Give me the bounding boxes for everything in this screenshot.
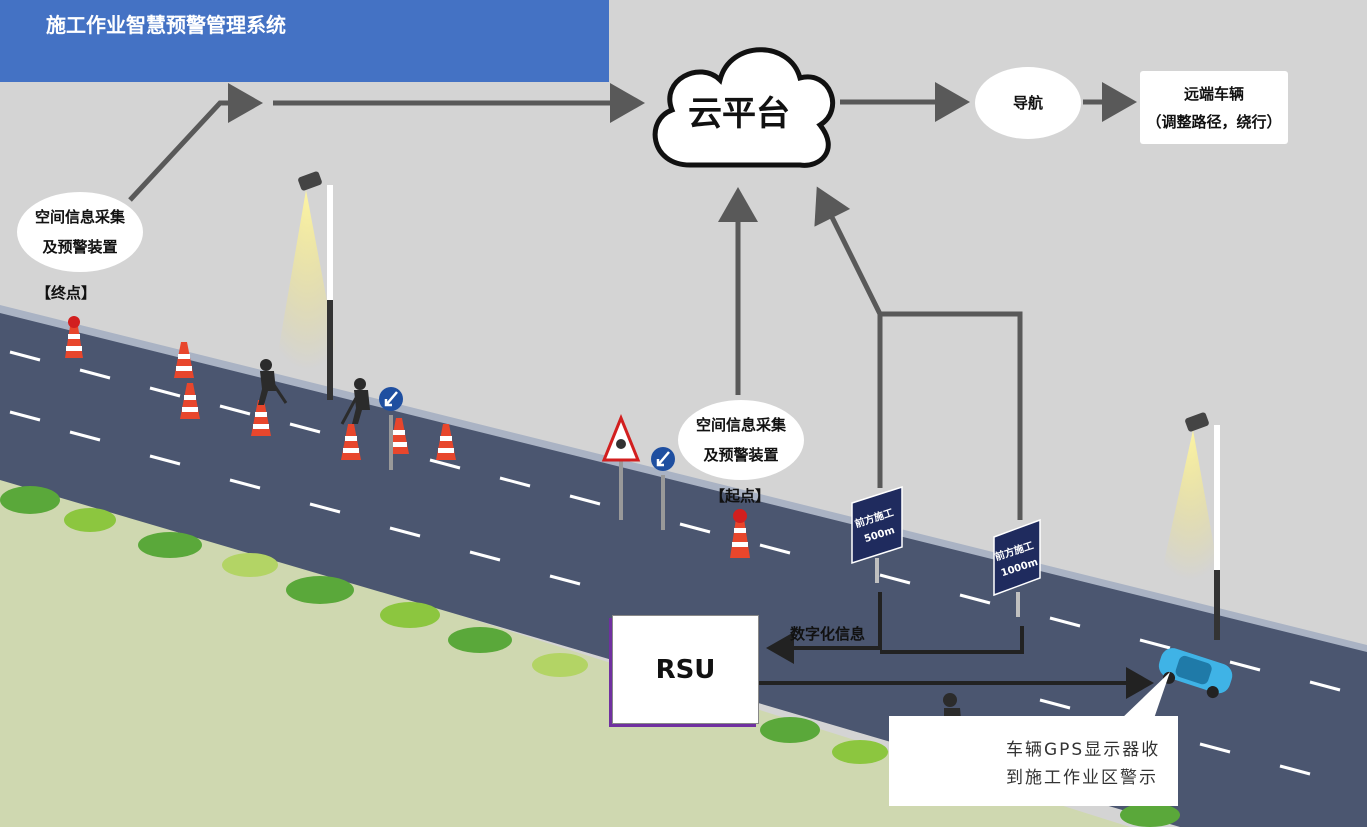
plants [0, 486, 1180, 827]
flow-arrows [128, 82, 1137, 520]
page-title: 施工作业智慧预警管理系统 [46, 13, 286, 37]
sign-1000-pole [1016, 592, 1020, 617]
keep-left-sign-1 [379, 387, 403, 470]
road [0, 310, 1367, 827]
vehicle [1158, 648, 1233, 699]
cloud-platform-label: 云平台 [688, 94, 790, 134]
device-start-line1: 空间信息采集 [695, 416, 786, 434]
device-end-line1: 空间信息采集 [34, 208, 125, 226]
remote-vehicle-box: 远端车辆 （调整路径，绕行） [1140, 71, 1288, 144]
end-point-tag: 【终点】 [36, 284, 97, 302]
gps-callout-pointer [1120, 672, 1170, 730]
sign-1000-board [993, 518, 1041, 597]
sign-500-pole [875, 558, 879, 583]
device-end-bubble: 空间信息采集 及预警装置 [17, 192, 143, 272]
roadwork-warning-sign [601, 414, 641, 520]
device-end-line2: 及预警装置 [42, 238, 118, 256]
start-point-tag: 【起点】 [710, 487, 771, 505]
device-start-bubble: 空间信息采集 及预警装置 [678, 400, 804, 480]
rsu-box: RSU [612, 615, 759, 724]
digital-info-label: 数字化信息 [790, 625, 866, 643]
rsu-arrows [758, 592, 1154, 699]
traffic-cones [65, 316, 750, 558]
gps-notice-line2: 到施工作业区警示 [1006, 768, 1158, 788]
rsu-label: RSU [655, 654, 716, 685]
cloud-shape [652, 47, 836, 168]
keep-left-sign-2 [651, 447, 675, 530]
gps-notice-text: 车辆GPS显示器收 到施工作业区警示 [1006, 736, 1160, 792]
sign-500-board [851, 485, 903, 565]
navigation-bubble: 导航 [975, 67, 1081, 139]
navigation-label: 导航 [1012, 94, 1043, 112]
street-lamp-right [1160, 412, 1220, 640]
remote-vehicle-line2: （调整路径，绕行） [1146, 112, 1282, 131]
device-start-line2: 及预警装置 [703, 446, 779, 464]
gps-callout-box [889, 716, 1178, 806]
remote-vehicle-line1: 远端车辆 [1183, 84, 1244, 103]
gps-notice-line1: 车辆GPS显示器收 [1006, 740, 1161, 760]
title-bar: 施工作业智慧预警管理系统 [0, 0, 609, 82]
street-lamp-left [275, 171, 340, 400]
